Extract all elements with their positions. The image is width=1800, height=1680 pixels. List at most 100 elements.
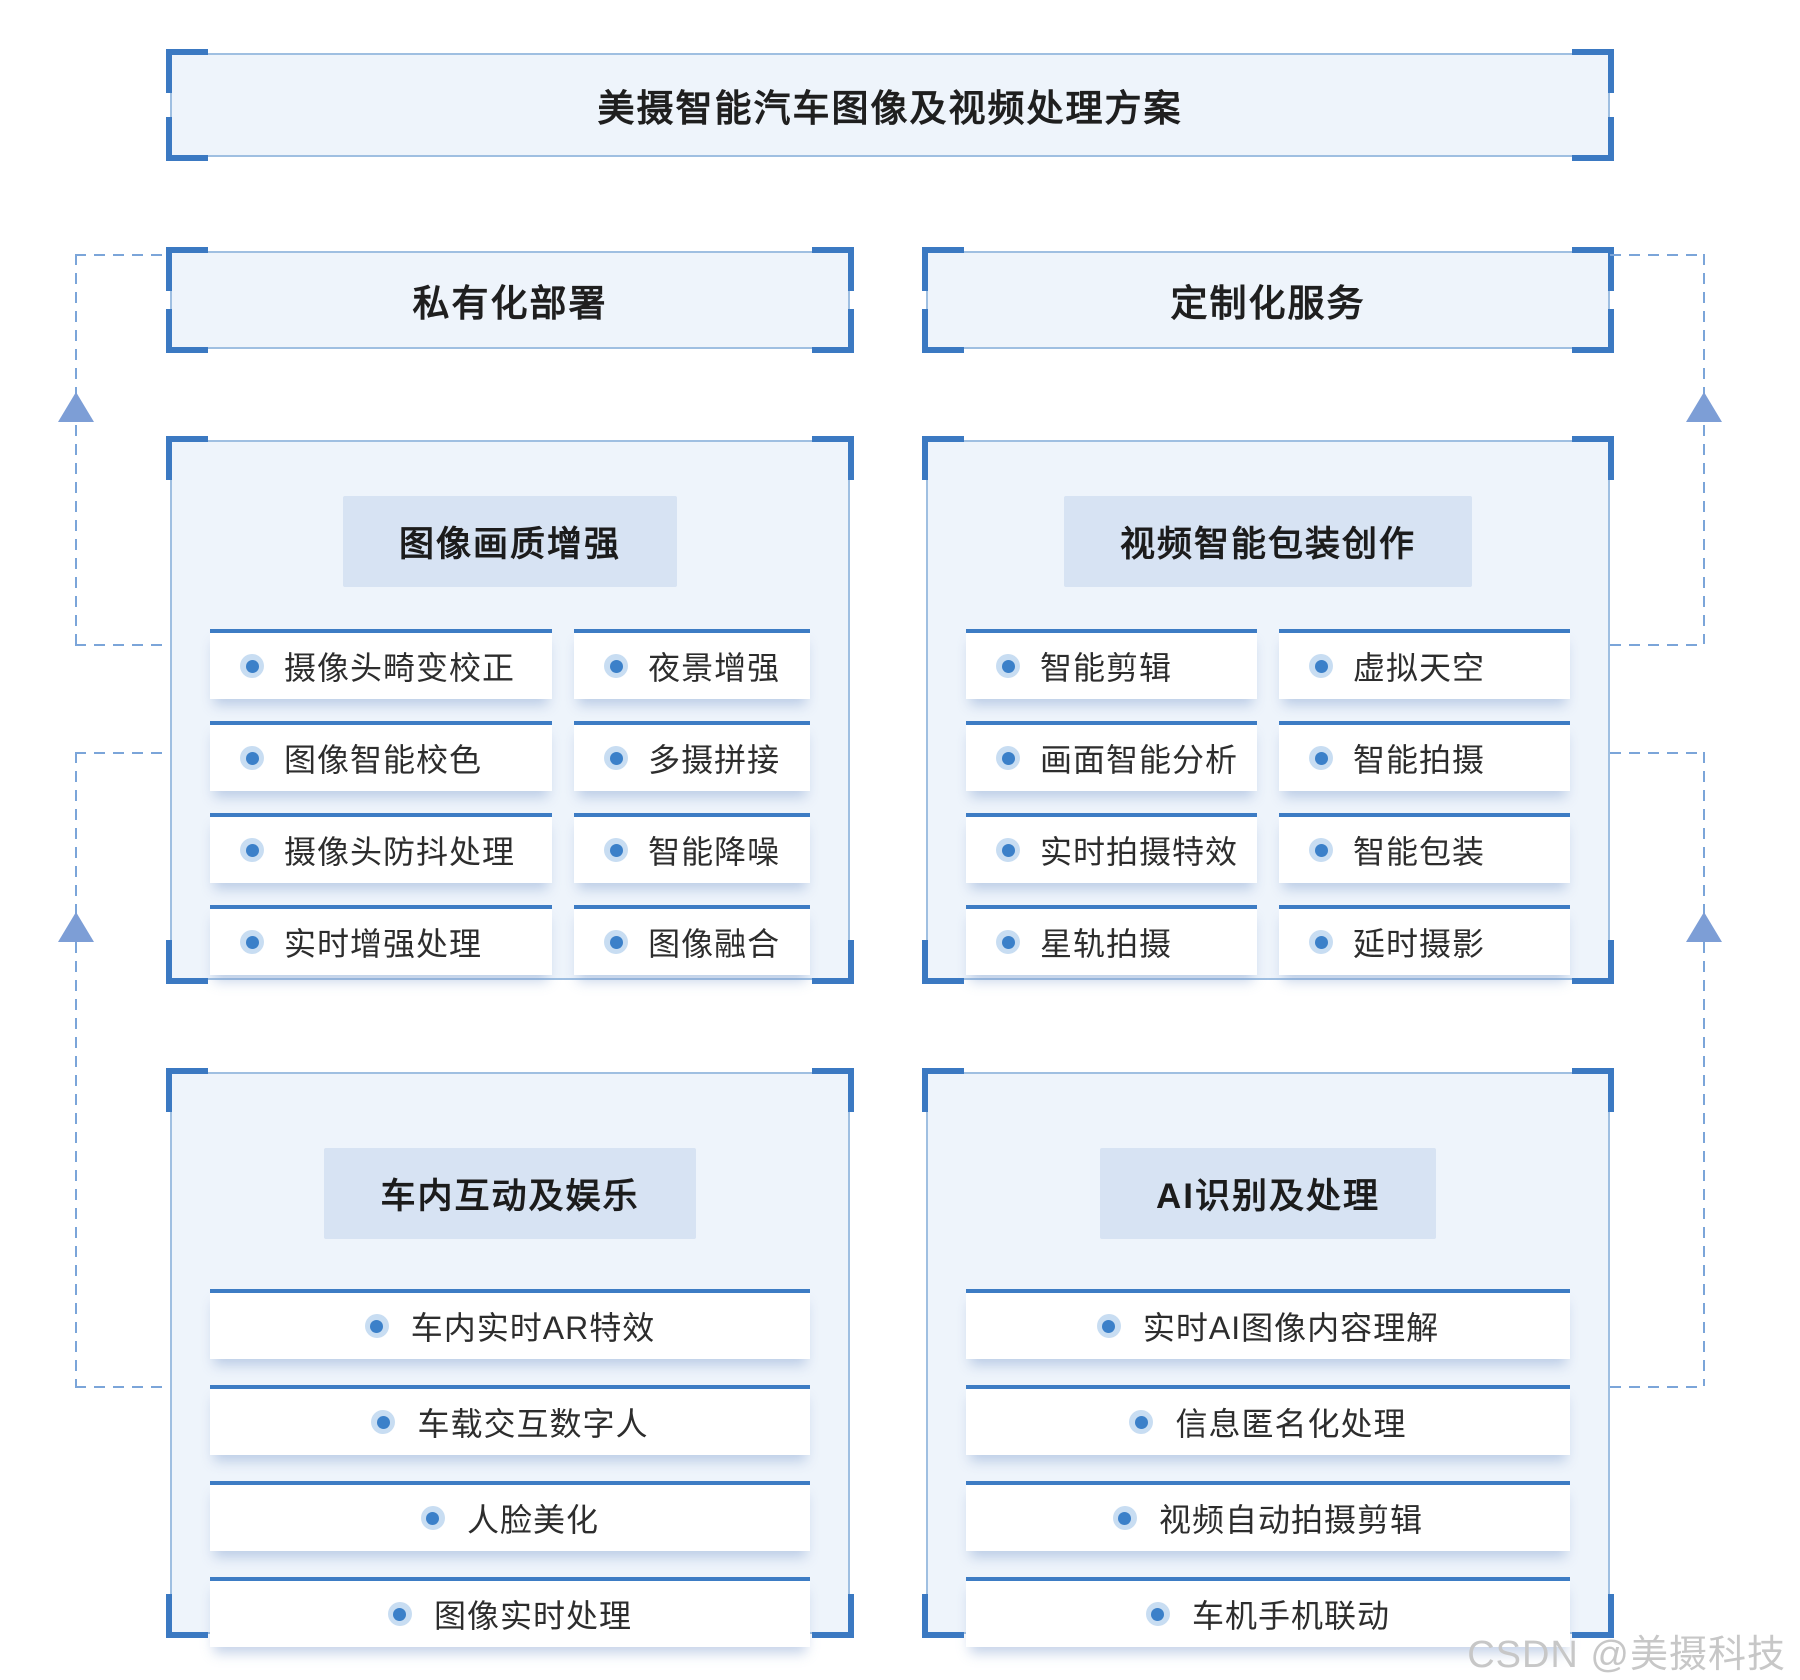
arrow-up-icon [58,912,94,942]
corner-bracket [1572,436,1614,480]
feature-label: 车机手机联动 [1191,1598,1390,1634]
connector-line [1610,644,1705,646]
feature-label: 实时AI图像内容理解 [1142,1310,1440,1346]
feature-label: 信息匿名化处理 [1175,1406,1407,1442]
feature-label: 智能拍摄 [1353,742,1486,778]
bullet-icon [996,930,1020,954]
connector-line [75,1386,170,1388]
section-title-chip: 视频智能包装创作 [1063,496,1472,587]
connector-line [1703,752,1705,1386]
corner-bracket [166,1594,208,1638]
section-title-chip: 车内互动及娱乐 [324,1148,696,1239]
feature-label: 智能剪辑 [1040,650,1173,686]
corner-bracket [166,1068,208,1112]
bullet-icon [240,654,264,678]
connector-line [75,254,77,644]
feature-item: 摄像头畸变校正 [210,629,553,699]
connector-line [75,752,170,754]
feature-list: 车内实时AR特效 车载交互数字人 人脸美化 图像实时处理 [210,1289,810,1647]
connector-line [1610,752,1705,754]
feature-item: 人脸美化 [210,1481,810,1551]
bullet-icon [604,654,629,678]
bullet-icon [604,838,629,862]
deployment-box-custom: 定制化服务 [922,247,1614,353]
bullet-icon [1129,1410,1154,1434]
corner-bracket [166,940,208,984]
feature-item: 画面智能分析 [966,721,1257,791]
bullet-icon [240,930,264,954]
feature-item: 车机手机联动 [966,1577,1570,1647]
arrow-up-icon [1686,392,1722,422]
deployment-label: 私有化部署 [412,283,608,324]
watermark: CSDN @美摄科技 [1467,1634,1786,1676]
section-ai-processing: AI识别及处理 实时AI图像内容理解 信息匿名化处理 视频自动拍摄剪辑 车机手机… [922,1068,1614,1647]
feature-label: 画面智能分析 [1040,742,1239,778]
feature-item: 智能剪辑 [966,629,1257,699]
corner-bracket [922,1068,964,1112]
connector-line [1610,1386,1705,1388]
bullet-icon [364,1314,389,1338]
connector-line [75,254,170,256]
feature-item: 车内实时AR特效 [210,1289,810,1359]
feature-label: 智能降噪 [648,834,781,870]
feature-label: 虚拟天空 [1353,650,1486,686]
feature-item: 星轨拍摄 [966,905,1257,975]
feature-list: 摄像头畸变校正 夜景增强 图像智能校色 多摄拼接 摄像头防抖处理 智能降噪 实时… [210,629,810,975]
feature-label: 图像实时处理 [433,1598,632,1634]
corner-bracket [1572,940,1614,984]
bullet-icon [604,746,629,770]
corner-bracket [812,436,854,480]
bullet-icon [996,654,1020,678]
feature-label: 实时增强处理 [284,926,483,962]
feature-label: 摄像头畸变校正 [284,650,516,686]
feature-label: 车内实时AR特效 [410,1310,656,1346]
section-title-chip: AI识别及处理 [1099,1148,1436,1239]
feature-label: 延时摄影 [1353,926,1486,962]
corner-bracket [166,436,208,480]
feature-label: 夜景增强 [648,650,781,686]
deployment-box-private: 私有化部署 [166,247,854,353]
bullet-icon [240,746,264,770]
feature-item: 多摄拼接 [574,721,810,791]
corner-bracket [812,1594,854,1638]
feature-label: 人脸美化 [466,1502,599,1538]
feature-item: 实时AI图像内容理解 [966,1289,1570,1359]
feature-item: 智能降噪 [574,813,810,883]
page-title: 美摄智能汽车图像及视频处理方案 [597,88,1183,129]
connector-line [1610,254,1705,256]
bullet-icon [1309,654,1333,678]
feature-label: 图像融合 [648,926,781,962]
corner-bracket [922,940,964,984]
connector-line [1703,254,1705,644]
feature-item: 视频自动拍摄剪辑 [966,1481,1570,1551]
bullet-icon [371,1410,396,1434]
bullet-icon [1145,1602,1170,1626]
title-box: 美摄智能汽车图像及视频处理方案 [166,49,1614,161]
feature-label: 星轨拍摄 [1040,926,1173,962]
feature-label: 智能包装 [1353,834,1486,870]
bullet-icon [1309,838,1333,862]
bullet-icon [1112,1506,1137,1530]
feature-item: 图像智能校色 [210,721,553,791]
bullet-icon [1096,1314,1121,1338]
corner-bracket [1572,1068,1614,1112]
feature-label: 多摄拼接 [648,742,781,778]
feature-item: 夜景增强 [574,629,810,699]
arrow-up-icon [1686,912,1722,942]
feature-item: 虚拟天空 [1279,629,1570,699]
feature-item: 智能拍摄 [1279,721,1570,791]
feature-item: 摄像头防抖处理 [210,813,553,883]
bullet-icon [420,1506,445,1530]
section-video-packaging: 视频智能包装创作 智能剪辑 虚拟天空 画面智能分析 智能拍摄 实时拍摄特效 智能… [922,436,1614,984]
feature-item: 信息匿名化处理 [966,1385,1570,1455]
corner-bracket [922,1594,964,1638]
feature-list: 智能剪辑 虚拟天空 画面智能分析 智能拍摄 实时拍摄特效 智能包装 星轨拍摄 延… [966,629,1570,975]
connector-line [75,644,170,646]
feature-label: 车载交互数字人 [417,1406,649,1442]
section-image-quality: 图像画质增强 摄像头畸变校正 夜景增强 图像智能校色 多摄拼接 摄像头防抖处理 … [166,436,854,984]
bullet-icon [604,930,629,954]
bullet-icon [996,838,1020,862]
feature-label: 摄像头防抖处理 [284,834,516,870]
feature-item: 图像实时处理 [210,1577,810,1647]
